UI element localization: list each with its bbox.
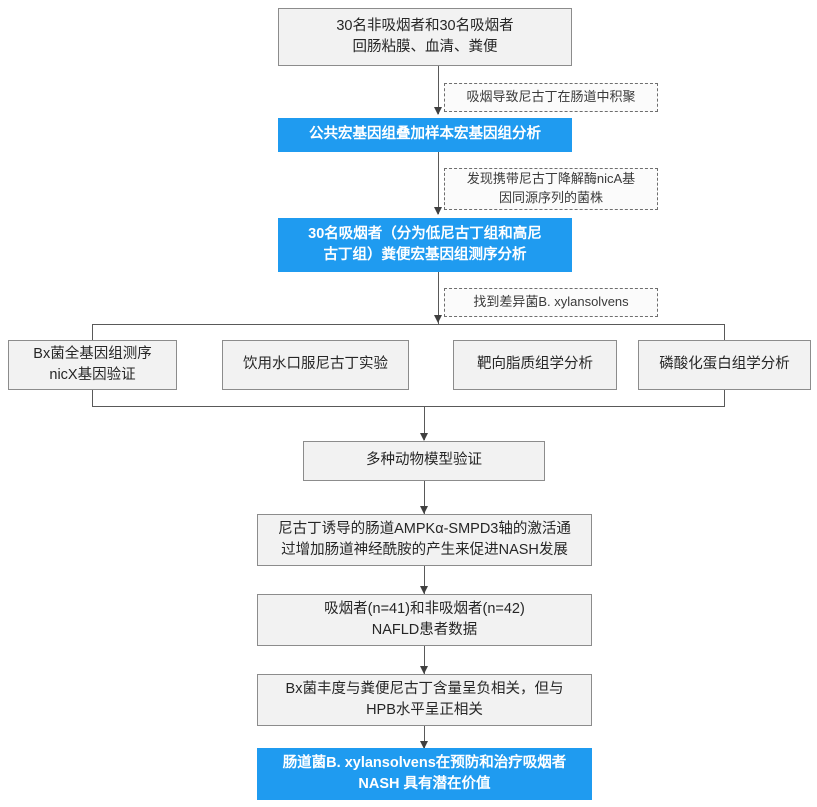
branch-drop-box4	[724, 324, 726, 340]
node-phosphoproteomics: 磷酸化蛋白组学分析	[638, 340, 811, 390]
connector-n8-n9	[424, 726, 426, 748]
node-smoker-fecal-metagenome: 30名吸烟者（分为低尼古丁组和高尼 古丁组）粪便宏基因组测序分析	[278, 218, 572, 272]
node-cohort-samples: 30名非吸烟者和30名吸烟者 回肠粘膜、血清、粪便	[278, 8, 572, 66]
node-public-metagenome-analysis: 公共宏基因组叠加样本宏基因组分析	[278, 118, 572, 152]
node-bx-genome-nicx: Bx菌全基因组测序 nicX基因验证	[8, 340, 177, 390]
node-nafld-patient-data: 吸烟者(n=41)和非吸烟者(n=42) NAFLD患者数据	[257, 594, 592, 646]
connector-n1-n2	[438, 66, 440, 114]
annotation-differential-bacterium: 找到差异菌B. xylansolvens	[444, 288, 658, 317]
connector-n2-n3	[438, 152, 440, 214]
branch-drop-box1	[92, 324, 94, 340]
annotation-nicotine-accumulation: 吸烟导致尼古丁在肠道中积聚	[444, 83, 658, 112]
arrowhead-merge-n5	[420, 433, 428, 441]
arrowhead-n6-n7	[420, 586, 428, 594]
arrowhead-n2-n3	[434, 207, 442, 215]
arrowhead-n8-n9	[420, 741, 428, 749]
arrowhead-n5-n6	[420, 506, 428, 514]
branch-bar-top	[92, 324, 725, 326]
connector-n6-n7	[424, 566, 426, 594]
node-bx-abundance-correlation: Bx菌丰度与粪便尼古丁含量呈负相关，但与 HPB水平呈正相关	[257, 674, 592, 726]
node-animal-model-validation: 多种动物模型验证	[303, 441, 545, 481]
merge-rise-box1	[92, 390, 94, 407]
merge-rise-box4	[724, 390, 726, 407]
connector-n5-n6	[424, 481, 426, 514]
node-oral-nicotine-water: 饮用水口服尼古丁实验	[222, 340, 409, 390]
node-targeted-lipidomics: 靶向脂质组学分析	[453, 340, 617, 390]
node-conclusion-therapeutic-value: 肠道菌B. xylansolvens在预防和治疗吸烟者 NASH 具有潜在价值	[257, 748, 592, 800]
connector-n7-n8	[424, 646, 426, 674]
arrowhead-n7-n8	[420, 666, 428, 674]
arrowhead-n1-n2	[434, 107, 442, 115]
branch-bar-bottom	[92, 406, 725, 408]
annotation-nica-homolog-strains: 发现携带尼古丁降解酶nicA基 因同源序列的菌株	[444, 168, 658, 210]
connector-n3-branch	[438, 272, 440, 324]
node-ampk-smpd3-mechanism: 尼古丁诱导的肠道AMPKα-SMPD3轴的激活通 过增加肠道神经酰胺的产生来促进…	[257, 514, 592, 566]
connector-merge-n5	[424, 406, 426, 440]
arrowhead-n3-branch	[434, 315, 442, 323]
